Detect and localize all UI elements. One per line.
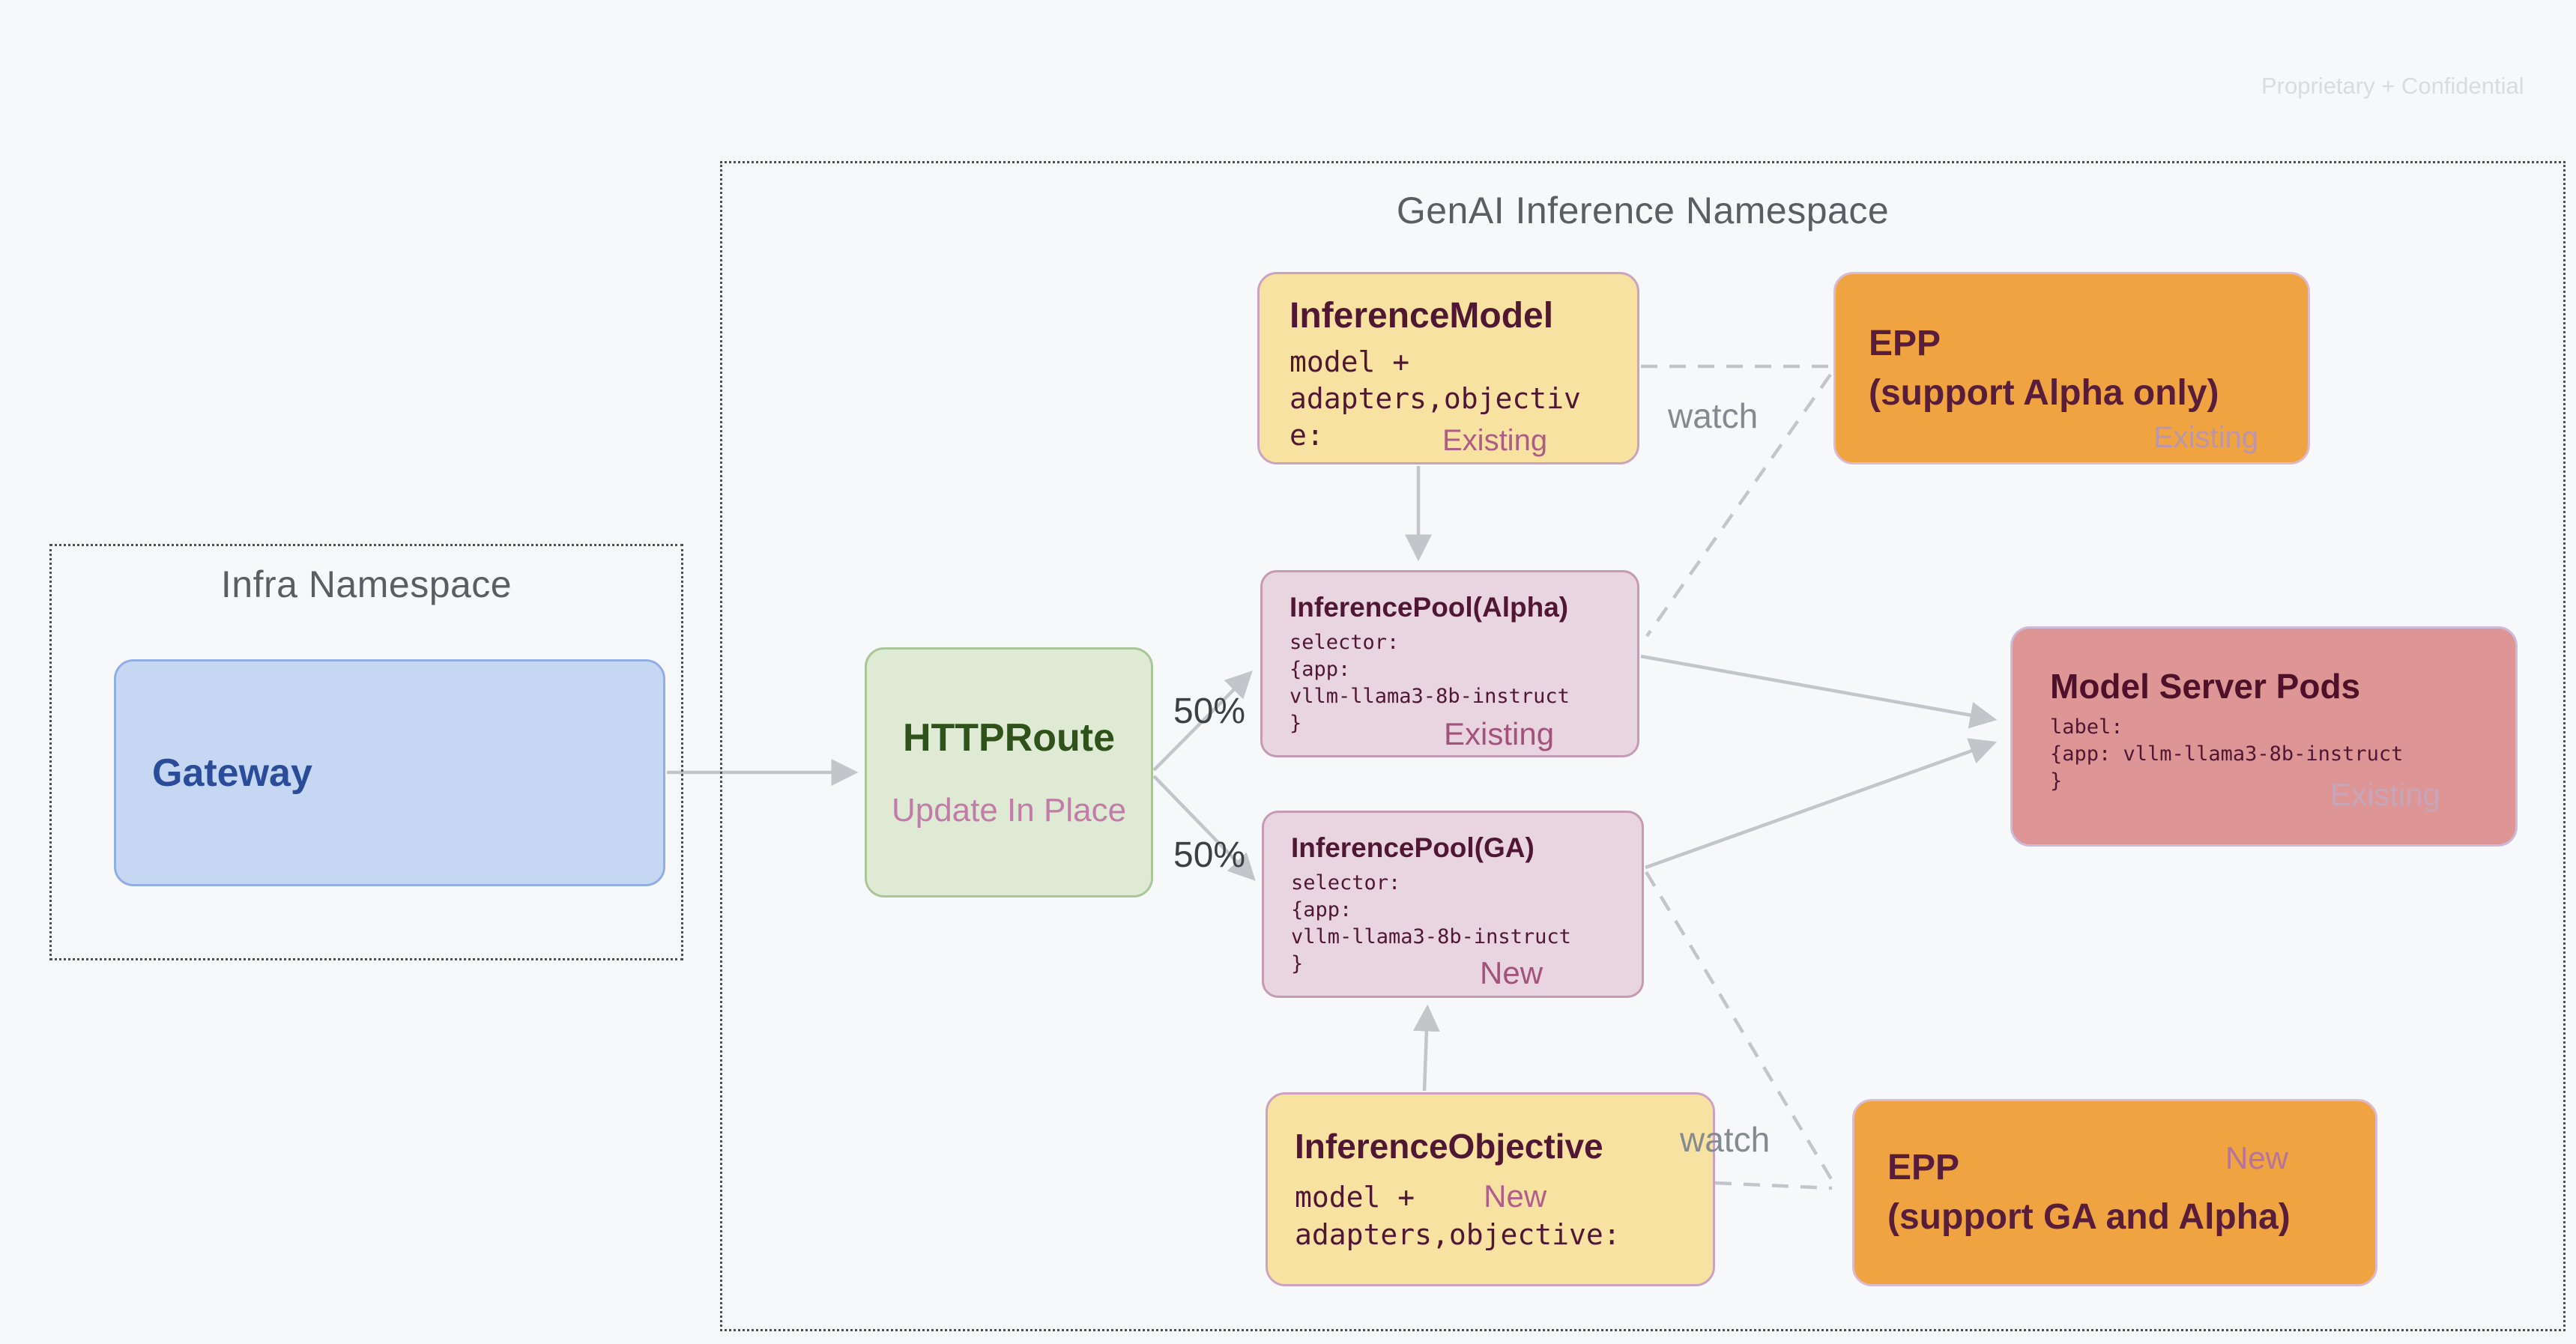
edge-inferenceobjective-pool-ga — [1412, 1004, 1440, 1092]
inference-objective-code-line1: model + — [1295, 1181, 1415, 1214]
edge-pool-ga-epp — [1645, 871, 1836, 1187]
epp-ga-node: EPP (support GA and Alpha) New — [1852, 1099, 2377, 1286]
epp-alpha-title: EPP — [1869, 323, 1941, 363]
pool-ga-title: InferencePool(GA) — [1291, 832, 1535, 863]
watermark-text: Proprietary + Confidential — [2261, 73, 2524, 99]
inference-model-title: InferenceModel — [1289, 296, 1554, 336]
inference-objective-title: InferenceObjective — [1295, 1127, 1603, 1166]
edge-httproute-pool-alpha — [1152, 671, 1253, 772]
watch-label-bottom: watch — [1680, 1120, 1771, 1159]
epp-alpha-subtitle: (support Alpha only) — [1869, 372, 2219, 413]
pool-alpha-node: InferencePool(Alpha) selector: {app: vll… — [1260, 570, 1639, 757]
inference-model-node: InferenceModel model + adapters,objectiv… — [1257, 272, 1639, 464]
epp-ga-status: New — [2225, 1140, 2288, 1175]
epp-alpha-status: Existing — [2153, 421, 2258, 454]
genai-namespace-box: GenAI Inference Namespace — [720, 161, 2566, 1331]
inference-model-code: model + adapters,objectiv e: — [1289, 345, 1581, 452]
pool-ga-code: selector: {app: vllm-llama3-8b-instruct … — [1291, 871, 1571, 975]
model-server-pods-title: Model Server Pods — [2050, 667, 2361, 706]
pool-alpha-status: Existing — [1444, 716, 1555, 751]
watch-label-top: watch — [1668, 396, 1759, 435]
pool-alpha-code: selector: {app: vllm-llama3-8b-instruct … — [1289, 631, 1570, 735]
edge-httproute-pool-ga — [1152, 775, 1256, 881]
edge-epp-pool-alpha — [1645, 373, 1832, 638]
httproute-subtitle: Update In Place — [891, 792, 1127, 829]
model-server-pods-code: label: {app: vllm-llama3-8b-instruct } — [2050, 715, 2404, 793]
infra-namespace-box: Infra Namespace — [49, 544, 683, 960]
inference-objective-status: New — [1484, 1178, 1547, 1214]
httproute-node: HTTPRoute Update In Place — [865, 647, 1153, 897]
inference-model-status: Existing — [1442, 424, 1548, 457]
pool-ga-status: New — [1480, 955, 1544, 990]
epp-alpha-node: EPP (support Alpha only) Existing — [1833, 272, 2310, 464]
model-server-pods-node: Model Server Pods label: {app: vllm-llam… — [2010, 626, 2518, 847]
genai-namespace-title: GenAI Inference Namespace — [1396, 190, 1890, 231]
pool-ga-node: InferencePool(GA) selector: {app: vllm-l… — [1262, 811, 1644, 998]
model-server-pods-status: Existing — [2329, 777, 2440, 812]
gateway-node: Gateway — [114, 659, 665, 886]
edge-pool-ga-pods — [1645, 738, 1998, 870]
split-label-alpha: 50% — [1173, 691, 1246, 731]
inference-objective-code-line2: adapters,objective: — [1295, 1218, 1621, 1251]
epp-ga-title: EPP — [1887, 1148, 1960, 1187]
pool-alpha-title: InferencePool(Alpha) — [1289, 592, 1569, 623]
edge-watch-inferenceobjective-epp — [1714, 1181, 1833, 1190]
split-label-ga: 50% — [1173, 835, 1246, 875]
edge-pool-alpha-pods — [1640, 654, 1998, 729]
httproute-title: HTTPRoute — [902, 716, 1116, 760]
infra-namespace-title: Infra Namespace — [220, 563, 513, 605]
epp-ga-subtitle: (support GA and Alpha) — [1887, 1197, 2291, 1237]
inference-objective-node: InferenceObjective model + New adapters,… — [1266, 1092, 1715, 1286]
gateway-title: Gateway — [152, 751, 312, 795]
